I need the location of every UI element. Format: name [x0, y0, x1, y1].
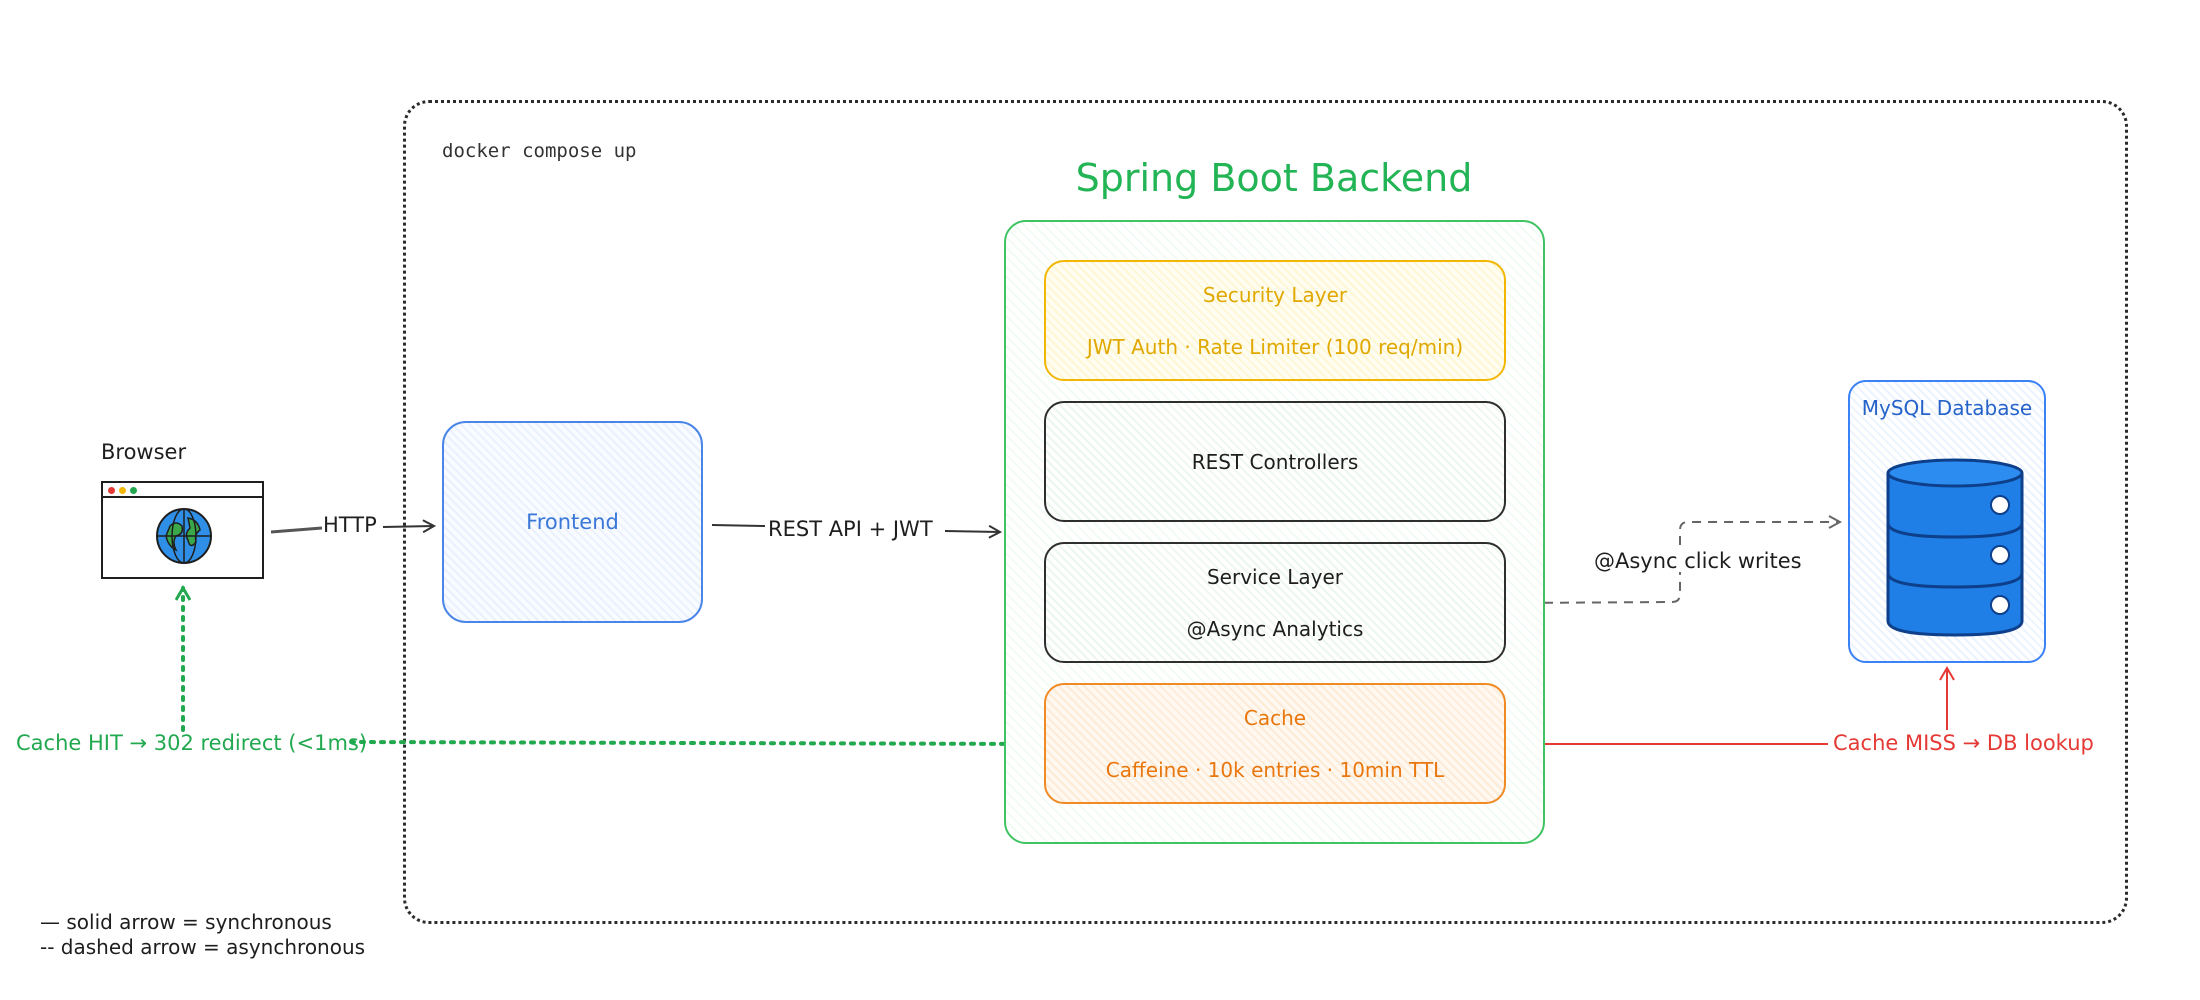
cache-layer: Cache Caffeine · 10k entries · 10min TTL [1044, 683, 1506, 804]
service-layer: Service Layer @Async Analytics [1044, 542, 1506, 663]
async-writes-arrow-top [1679, 522, 1840, 545]
database-icon [1886, 458, 2024, 637]
close-dot-icon [108, 487, 115, 494]
frontend-node: Frontend [442, 421, 703, 623]
service-layer-title: Service Layer [1206, 564, 1344, 589]
async-writes-arrow [1511, 572, 1681, 604]
docker-compose-boundary [403, 100, 2128, 924]
cache-hit-label: Cache HIT → 302 redirect (<1ms) [16, 731, 368, 755]
security-layer-title: Security Layer [1202, 282, 1348, 307]
cache-layer-detail: Caffeine · 10k entries · 10min TTL [1105, 757, 1445, 782]
rest-controllers-title: REST Controllers [1191, 449, 1359, 474]
security-layer: Security Layer JWT Auth · Rate Limiter (… [1044, 260, 1506, 381]
security-layer-detail: JWT Auth · Rate Limiter (100 req/min) [1086, 334, 1464, 359]
rest-controllers-layer: REST Controllers [1044, 401, 1506, 522]
rest-api-arrow-tail [944, 531, 1000, 532]
globe-icon [156, 508, 212, 564]
docker-compose-label: docker compose up [442, 140, 637, 162]
browser-window-icon [101, 481, 264, 579]
cache-miss-label: Cache MISS → DB lookup [1833, 731, 2094, 755]
http-label: HTTP [323, 513, 377, 537]
service-layer-detail: @Async Analytics [1186, 616, 1364, 641]
maximize-dot-icon [130, 487, 137, 494]
async-writes-label: @Async click writes [1594, 549, 1802, 573]
cache-layer-title: Cache [1243, 705, 1307, 730]
browser-title-bar [103, 483, 262, 498]
minimize-dot-icon [119, 487, 126, 494]
browser-label: Browser [101, 440, 187, 464]
http-arrow-tail [382, 526, 434, 527]
cache-hit-line [350, 740, 1046, 746]
http-arrow [270, 526, 323, 534]
rest-api-label: REST API + JWT [768, 517, 933, 541]
rest-api-arrow [711, 524, 766, 527]
frontend-label: Frontend [526, 510, 619, 534]
mysql-database-label: MySQL Database [1861, 396, 2033, 420]
backend-title: Spring Boot Backend [1075, 156, 1473, 200]
legend-dashed: -- dashed arrow = asynchronous [40, 935, 366, 959]
legend-solid: — solid arrow = synchronous [40, 910, 332, 934]
